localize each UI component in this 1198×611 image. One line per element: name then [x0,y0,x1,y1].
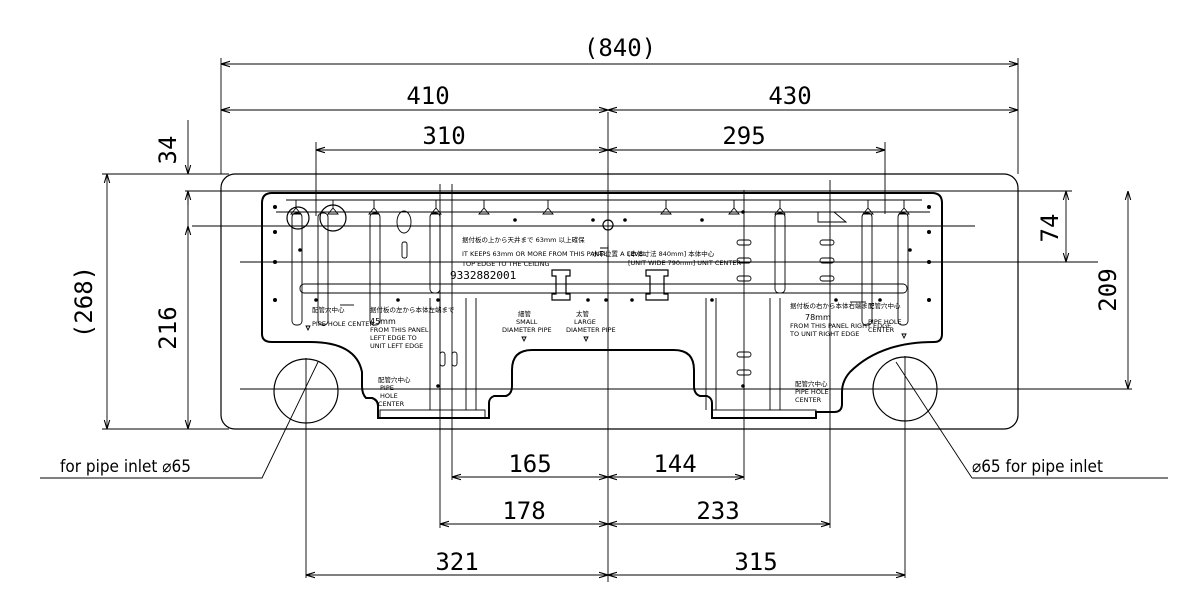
note-left-hole-jp: 配管穴中心 [312,305,345,314]
left-pipe-inlet-label: for pipe inlet ⌀65 [60,457,191,477]
note-left-edge-en2: LEFT EDGE TO [370,334,417,342]
note-right-edge-jp: 据付板の右から本体右端まで [790,301,875,310]
note-left-edge-jp: 据付板の左から本体左端まで [370,305,455,314]
dim-233: 233 [696,497,739,525]
note-ceiling-en: IT KEEPS 63mm OR MORE FROM THIS PANEL [462,250,608,258]
note-right-edge-mm: 78mm [805,313,831,322]
dim-315: 315 [734,548,777,576]
note-right-edge-en2: TO UNIT RIGHT EDGE [789,330,859,338]
dim-right-half: 430 [768,82,811,110]
marker-triangles [305,245,907,343]
dim-right-top: 74 [1036,214,1064,243]
dim-overall-width: (840) [584,34,656,62]
note-large-pipe-en2: DIAMETER PIPE [566,326,616,334]
dim-321: 321 [435,548,478,576]
note-lower-left-hole-en2: HOLE [380,392,398,400]
dim-overall-height: (268) [70,266,98,338]
panel-notes: 据付板の上から天井まで 63mm 以上確保 IT KEEPS 63mm OR M… [312,235,902,408]
note-unit-width-en: [UNIT WIDE 790mm] UNIT CENTER [628,259,741,267]
note-left-edge-en1: FROM THIS PANEL [370,326,429,334]
note-large-pipe-jp: 太管 [576,309,590,318]
note-lower-right-hole-en1: PIPE HOLE [795,388,829,396]
screw-hole-dots [273,205,931,388]
unit-outline [220,173,1019,430]
note-level: 水平位置 A LEVEL [592,249,647,258]
note-lower-left-hole-jp: 配管穴中心 [378,375,411,384]
note-right-edge-en1: FROM THIS PANEL RIGHT EDGE [790,322,891,330]
dim-178: 178 [502,497,545,525]
dimension-lines [107,64,1128,575]
hook-row [290,200,910,215]
dim-top-offset: 34 [154,136,182,165]
note-lower-left-hole-en1: PIPE [380,384,394,392]
note-lower-left-hole-en3: CENTER [378,400,405,408]
note-left-hole-en: PIPE HOLE CENTER [312,320,374,328]
note-large-pipe-en1: LARGE [574,318,596,326]
note-ceiling-en2: TOP EDGE TO THE CEILING [461,260,550,268]
serial-number: 9332882001 [450,269,516,282]
note-right-hole-jp: 配管穴中心 [868,301,901,310]
note-small-pipe-en1: SMALL [516,318,538,326]
note-left-edge-mm: 45mm [370,317,396,326]
note-right-hole-en1: PIPE HOLE [868,318,902,326]
mounting-plate [261,192,943,419]
note-lower-right-hole-jp: 配管穴中心 [795,379,828,388]
note-small-pipe-en2: DIAMETER PIPE [502,326,552,334]
pipe-inlet-leaders [40,361,1168,479]
dim-left-inner: 310 [422,122,465,150]
dim-165: 165 [508,450,551,478]
reference-lines [102,58,1132,582]
dim-right-height: 209 [1094,268,1122,311]
note-ceiling-jp: 据付板の上から天井まで 63mm 以上確保 [462,235,585,244]
dim-144: 144 [653,450,696,478]
note-left-edge-en3: UNIT LEFT EDGE [370,342,423,350]
right-pipe-inlet-label: ⌀65 for pipe inlet [972,457,1103,477]
note-lower-right-hole-en2: CENTER [795,396,822,404]
dim-left-height: 216 [154,306,182,349]
note-small-pipe-jp: 細管 [518,309,532,318]
note-unit-width-jp: [本体寸法 840mm] 本体中心 [628,249,715,258]
dim-right-inner: 295 [722,122,765,150]
note-right-hole-en2: CENTER [868,326,895,334]
dim-left-half: 410 [406,82,449,110]
